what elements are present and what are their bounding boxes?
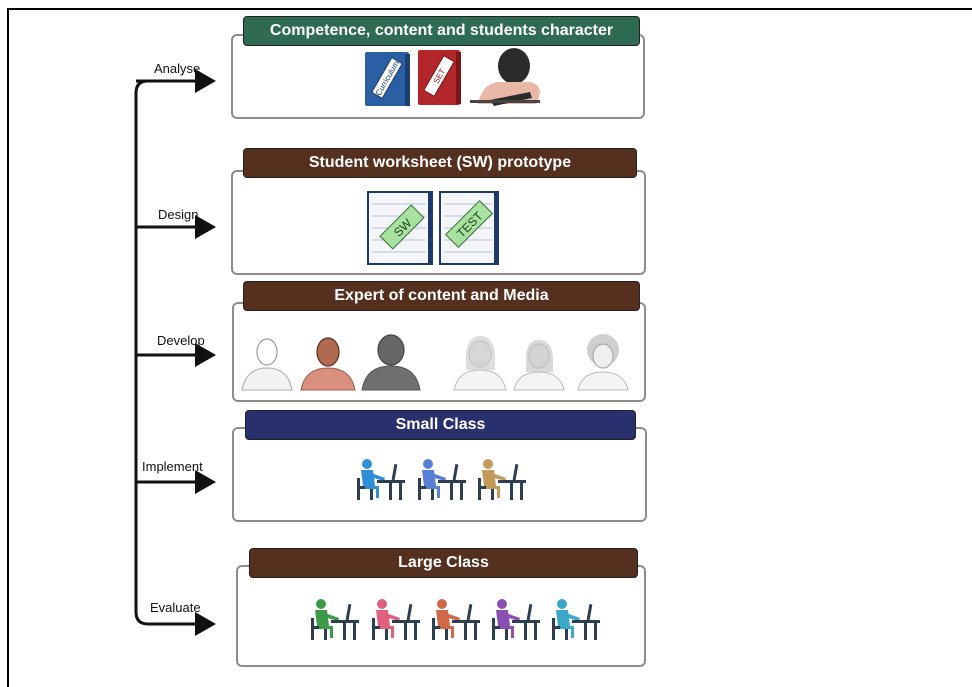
stage-box-design <box>231 170 646 275</box>
step-label-implement: Implement <box>142 459 203 474</box>
stage-box-analyse <box>231 34 645 119</box>
stage-title-implement: Small Class <box>395 416 486 433</box>
stage-title-analyse: Competence, content and students charact… <box>269 22 614 39</box>
stage-title-evaluate: Large Class <box>398 554 489 571</box>
stage-header-design: Student worksheet (SW) prototype <box>243 148 637 178</box>
stage-title-develop: Expert of content and Media <box>334 287 549 304</box>
stage-header-implement: Small Class <box>245 410 636 440</box>
spine-line <box>134 79 216 636</box>
stage-box-evaluate <box>236 565 646 667</box>
stage-box-implement <box>232 427 647 522</box>
step-label-evaluate: Evaluate <box>150 600 201 615</box>
stage-box-develop <box>232 302 646 402</box>
step-label-design: Design <box>158 207 199 222</box>
stage-header-evaluate: Large Class <box>249 548 638 578</box>
stage-header-develop: Expert of content and Media <box>243 281 640 311</box>
step-label-analyse: Analyse <box>154 61 201 76</box>
stage-header-analyse: Competence, content and students charact… <box>243 16 640 46</box>
step-label-develop: Develop <box>157 333 205 348</box>
stage-title-design: Student worksheet (SW) prototype <box>308 154 572 171</box>
figure-frame <box>7 8 972 687</box>
